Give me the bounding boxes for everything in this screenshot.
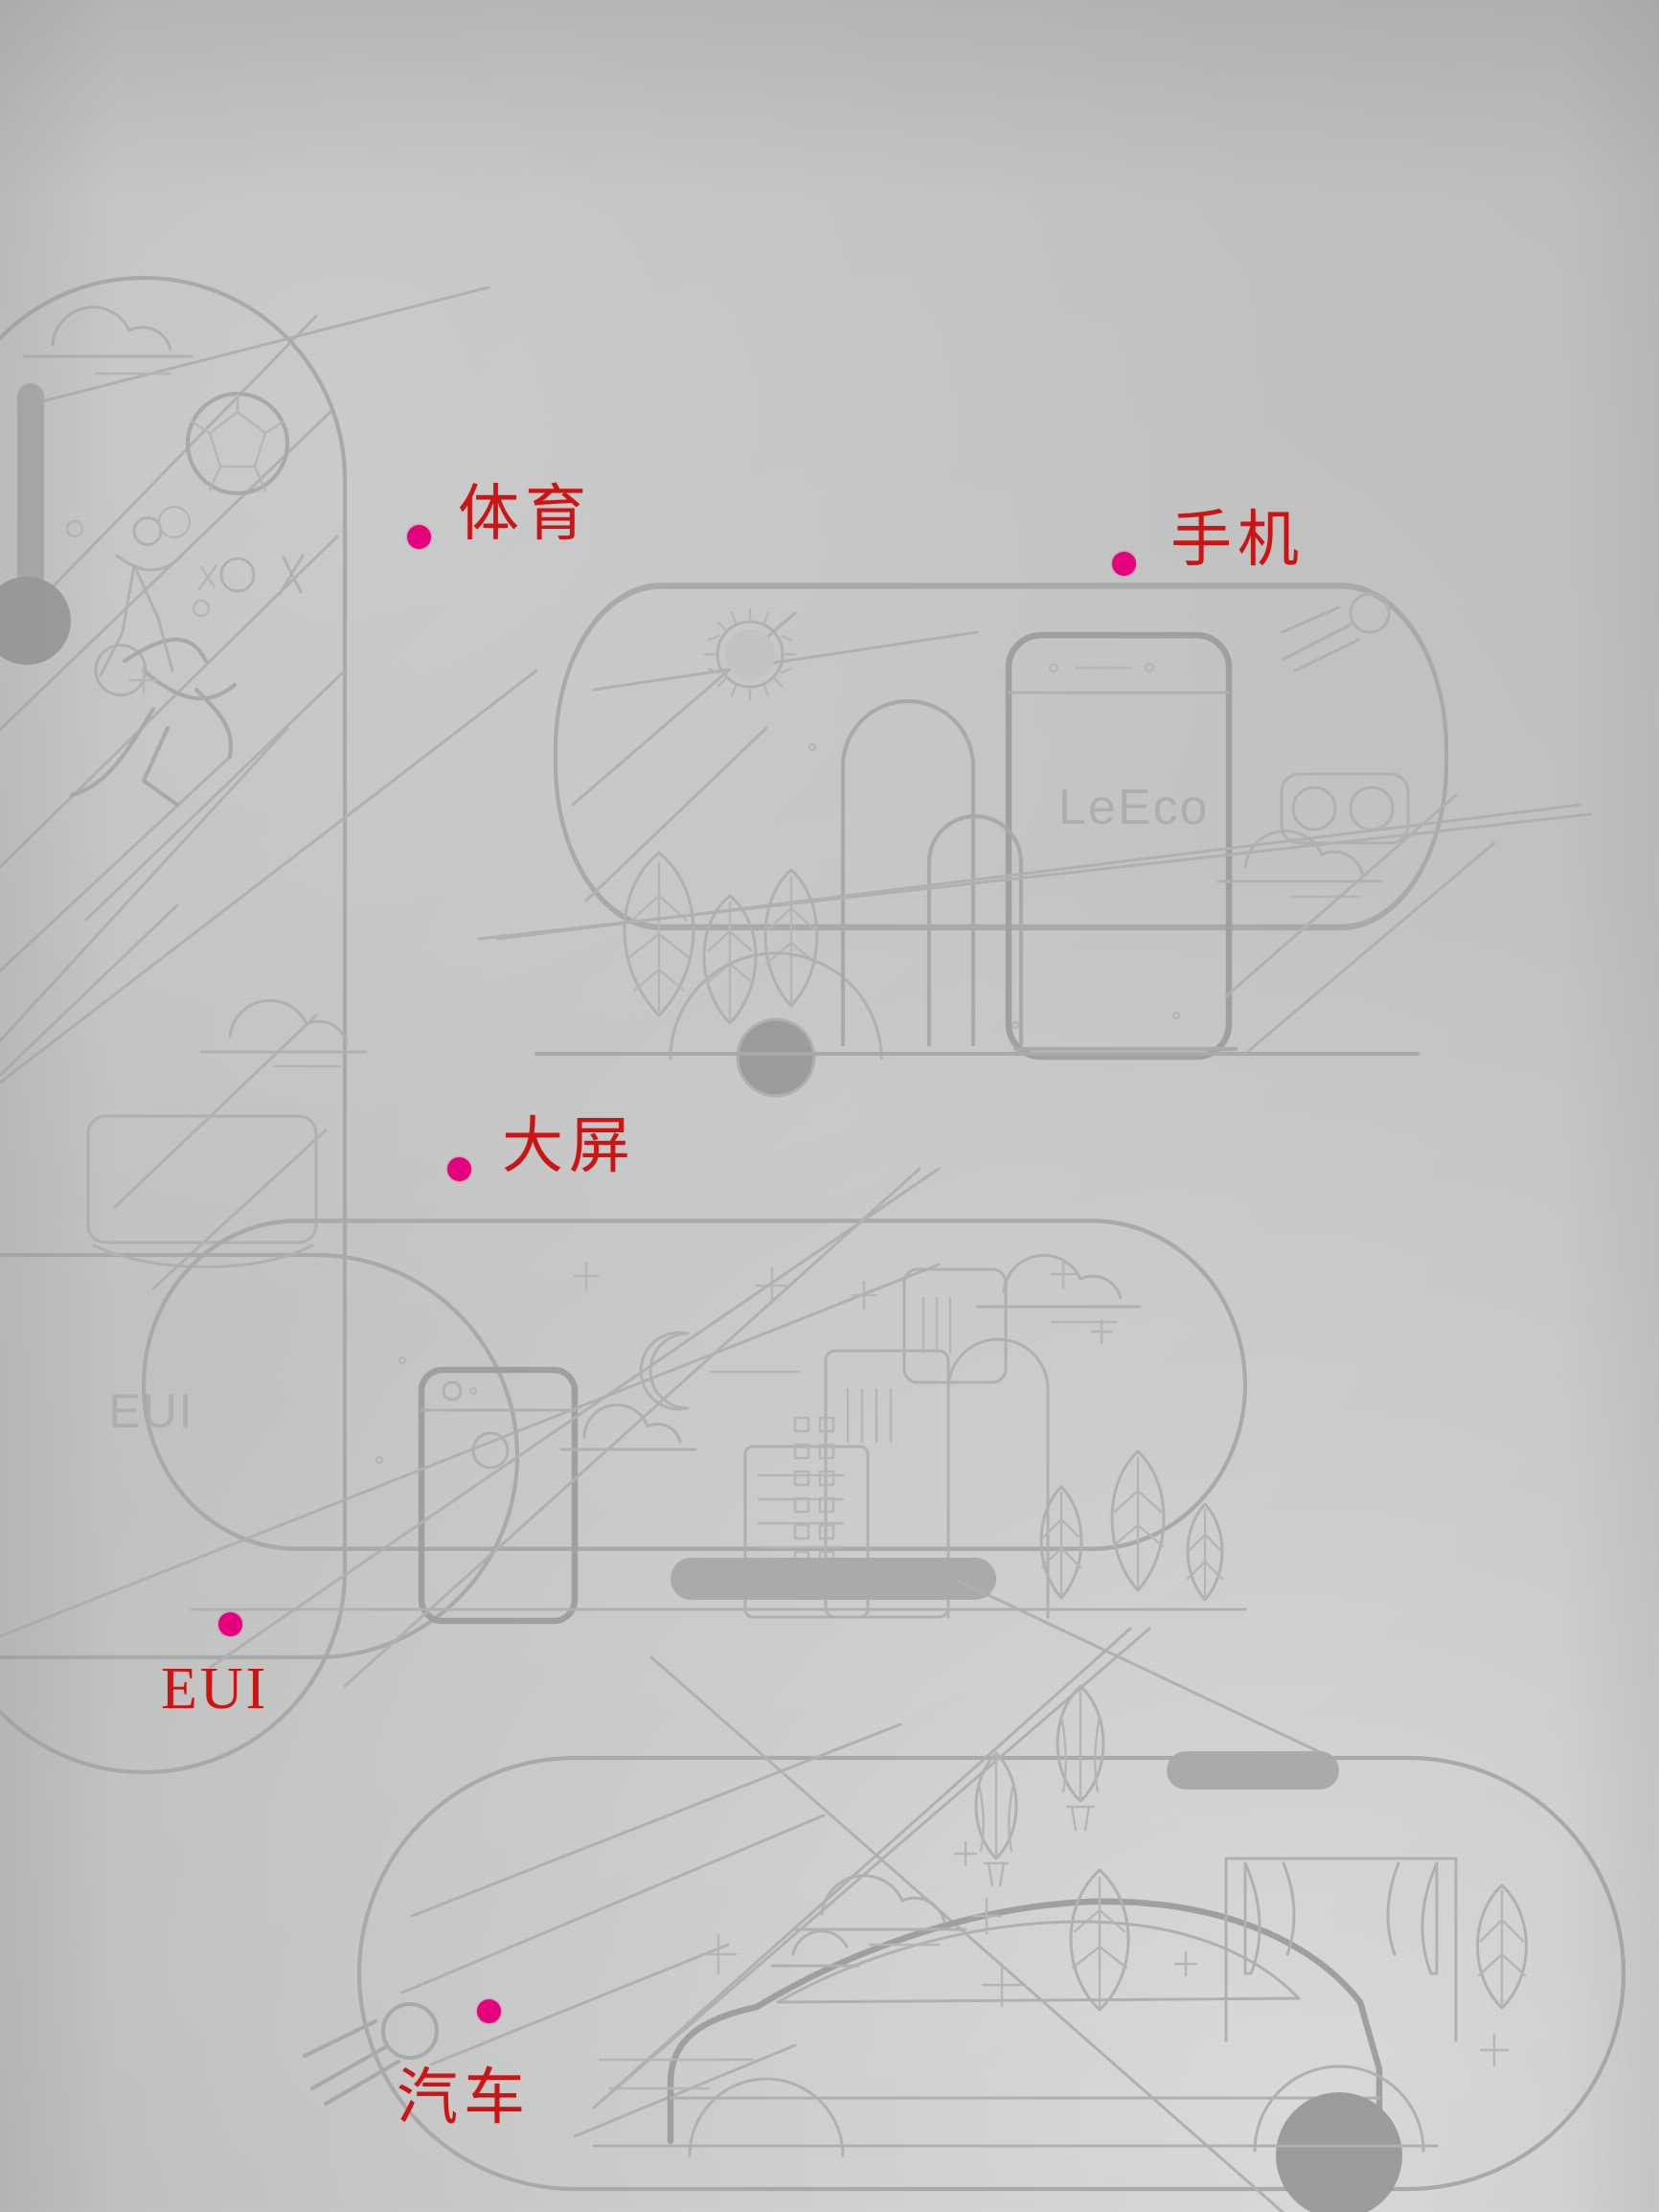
annotation-dot-automobile[interactable] bbox=[477, 1999, 501, 2023]
annotation-dot-eui[interactable] bbox=[218, 1612, 242, 1636]
annotation-dot-big-screen[interactable] bbox=[447, 1157, 471, 1181]
big-screen-illustration bbox=[0, 998, 1248, 1688]
annotation-label-sports: 体育 bbox=[458, 479, 592, 550]
annotation-dot-mobile-phone[interactable] bbox=[1112, 552, 1136, 576]
annotation-label-automobile: 汽车 bbox=[397, 2063, 531, 2133]
svg-text:LeEco: LeEco bbox=[1058, 780, 1209, 835]
annotation-dot-sports[interactable] bbox=[407, 525, 431, 549]
sun-icon bbox=[703, 607, 797, 701]
sports-illustration bbox=[0, 275, 490, 1775]
car-illustration bbox=[302, 1579, 1626, 2212]
annotation-label-mobile-phone: 手机 bbox=[1170, 505, 1305, 576]
background-diagonals bbox=[0, 669, 1592, 2109]
annotation-label-big-screen: 大屏 bbox=[502, 1111, 636, 1182]
annotation-label-eui: EUI bbox=[161, 1656, 269, 1722]
